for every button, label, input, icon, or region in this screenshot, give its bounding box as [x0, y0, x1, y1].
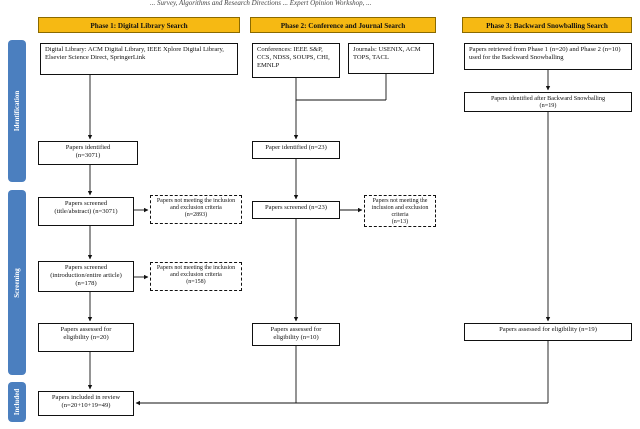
phase1-excluded-1-box: Papers not meeting the inclusion and exc…: [150, 195, 242, 224]
phase1-excluded-2-box: Papers not meeting the inclusion and exc…: [150, 262, 242, 291]
phase2-screened-box: Papers screened (n=23): [252, 201, 340, 219]
phase2-eligibility-box: Papers assessed for eligibility (n=10): [252, 323, 340, 346]
stage-screening: Screening: [8, 190, 26, 375]
phase1-sources-box: Digital Library: ACM Digital Library, IE…: [40, 43, 238, 75]
phase1-eligibility-box: Papers assessed for eligibility (n=20): [38, 323, 134, 352]
included-in-review-box: Papers included in review (n=20+10+19=49…: [38, 391, 134, 416]
phase-2-header: Phase 2: Conference and Journal Search: [250, 17, 436, 33]
phase3-eligibility-box: Papers assessed for eligibility (n=19): [464, 323, 632, 341]
phase2-journals-box: Journals: USENIX, ACM TOPS, TACL: [348, 43, 434, 74]
running-header: ... Survey, Algorithms and Research Dire…: [150, 0, 372, 7]
phase1-screened-title-box: Papers screened (title/abstract) (n=3071…: [38, 197, 134, 226]
phase1-identified-box: Papers identified (n=3071): [38, 141, 138, 165]
phase2-identified-box: Paper identified (n=23): [252, 141, 340, 159]
phase-3-header: Phase 3: Backward Snowballing Search: [462, 17, 632, 33]
stage-identification: Identification: [8, 40, 26, 182]
phase3-identified-box: Papers identified after Backward Snowbal…: [464, 92, 632, 112]
phase1-screened-fulltext-box: Papers screened (introduction/entire art…: [38, 261, 134, 292]
phase-1-header: Phase 1: Digital Library Search: [38, 17, 240, 33]
phase3-retrieved-box: Papers retrieved from Phase 1 (n=20) and…: [464, 43, 632, 70]
phase2-conferences-box: Conferences: IEEE S&P, CCS, NDSS, SOUPS,…: [252, 43, 340, 78]
phase2-excluded-box: Papers not meeting the inclusion and exc…: [364, 195, 436, 227]
stage-included: Included: [8, 382, 26, 422]
